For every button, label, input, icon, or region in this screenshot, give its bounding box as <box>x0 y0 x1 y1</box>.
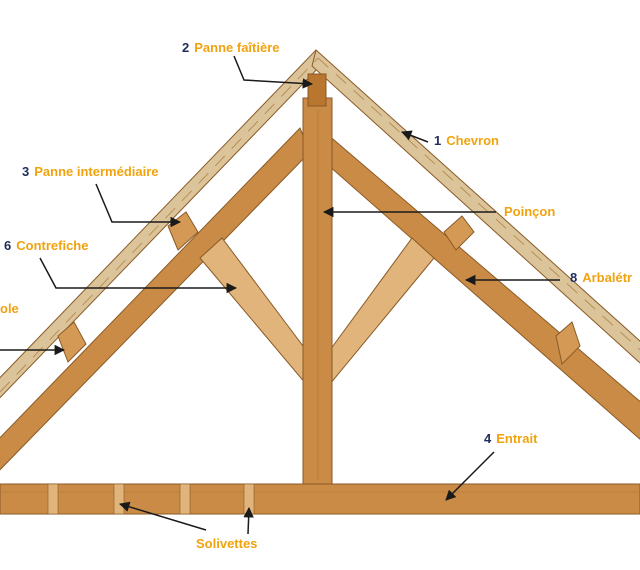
label-text: Panne intermédiaire <box>34 164 159 179</box>
arbaletrier-right <box>319 126 640 440</box>
solivette <box>113 483 125 515</box>
chevron-right <box>311 49 640 364</box>
contrefiche-left <box>199 237 307 386</box>
poincon-post <box>302 97 333 491</box>
label-number: 4 <box>484 431 492 446</box>
leader-contrefiche <box>39 257 238 294</box>
label-text: Poinçon <box>504 204 556 219</box>
label-number: 8 <box>570 270 578 285</box>
leader-panne-intermediaire <box>95 183 182 228</box>
label-panne-faitiere: 2 Panne faîtière <box>182 40 280 56</box>
label-solivettes: Solivettes <box>196 536 257 552</box>
solivette <box>179 483 191 515</box>
label-text: Entrait <box>496 431 538 446</box>
label-number: 1 <box>434 133 442 148</box>
label-number: 6 <box>4 238 12 253</box>
solivette <box>47 483 59 515</box>
panne-faitiere-block <box>307 73 327 107</box>
label-text: Panne faîtière <box>194 40 280 55</box>
leader-solivettes-b <box>243 506 254 535</box>
label-text: Contrefiche <box>16 238 89 253</box>
chevron-left <box>0 49 325 399</box>
label-number: 2 <box>182 40 190 55</box>
label-entrait: 4 Entrait <box>484 431 537 447</box>
label-chevron: 1 Chevron <box>434 133 499 149</box>
panne-intermediaire-right <box>443 215 475 251</box>
label-contrefiche: 6 Contrefiche <box>4 238 88 254</box>
label-text: Chevron <box>446 133 499 148</box>
label-text: Solivettes <box>196 536 258 551</box>
label-sabliere: ole <box>0 301 19 317</box>
leader-panne-faitiere <box>233 55 314 89</box>
leader-chevron <box>401 130 429 143</box>
contrefiche-right <box>329 237 435 386</box>
leader-entrait <box>445 451 495 501</box>
label-panne-intermediaire: 3 Panne intermédiaire <box>22 164 159 180</box>
label-poincon: Poinçon <box>504 204 555 220</box>
label-number: 3 <box>22 164 30 179</box>
sabliere-right-block <box>555 321 581 366</box>
entrait-beam <box>0 483 640 515</box>
label-arbaletrier: 8 Arbalétr <box>570 270 632 286</box>
label-text: ole <box>0 301 19 316</box>
leader-solivettes-a <box>118 501 207 531</box>
label-text: Arbalétr <box>582 270 633 285</box>
